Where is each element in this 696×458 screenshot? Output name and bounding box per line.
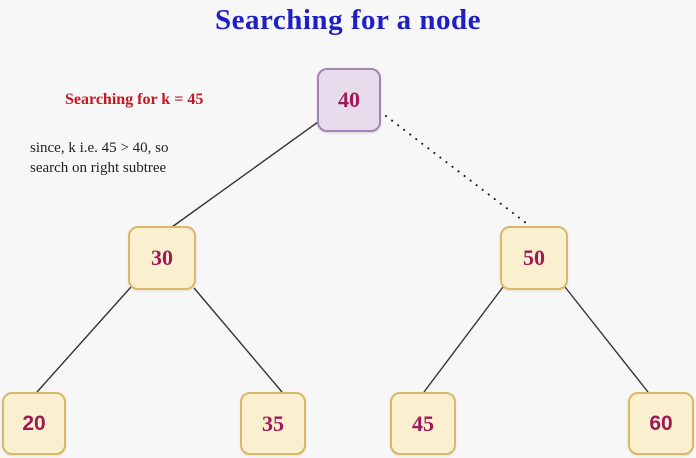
- tree-node-35: 35: [240, 392, 306, 455]
- tree-node-60: 60: [628, 392, 694, 455]
- comparison-note-line2: search on right subtree: [30, 160, 167, 177]
- comparison-note-line1: since, k i.e. 45 > 40, so: [30, 140, 169, 156]
- edge-50-45: [423, 286, 504, 393]
- edge-50-60: [564, 286, 649, 393]
- search-key-label: Searching for k = 45: [65, 91, 204, 108]
- edge-40-50-search-path: [385, 115, 531, 227]
- tree-node-20: 20: [2, 392, 66, 455]
- tree-node-50: 50: [500, 226, 568, 290]
- comparison-note: since, k i.e. 45 > 40, so search on righ…: [30, 138, 168, 179]
- edge-30-20: [36, 286, 132, 393]
- page-title: Searching for a node: [215, 4, 481, 36]
- edge-40-30: [171, 121, 319, 228]
- tree-node-45: 45: [390, 392, 456, 455]
- tree-node-30: 30: [128, 226, 196, 290]
- edge-30-35: [193, 287, 283, 393]
- tree-node-40: 40: [317, 68, 381, 132]
